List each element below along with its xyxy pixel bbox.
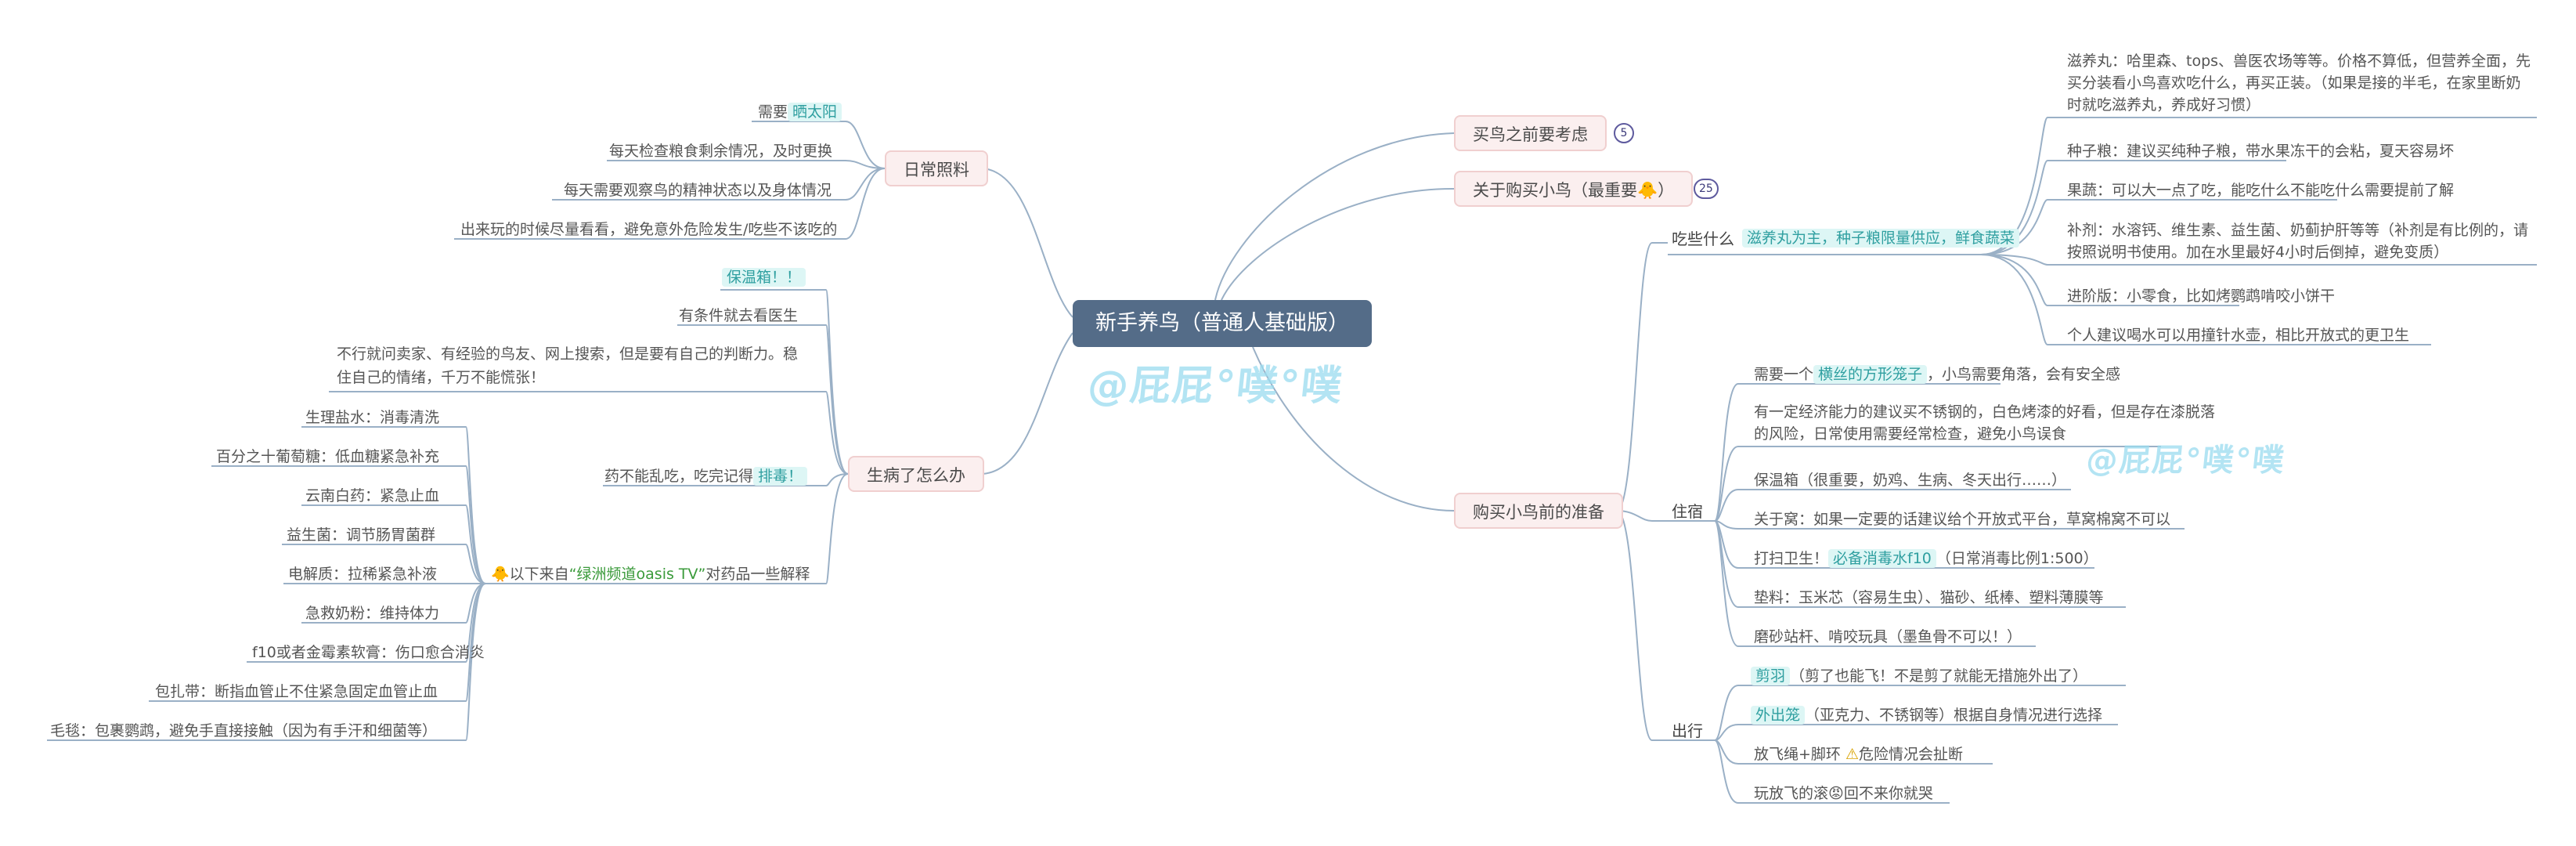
home-item[interactable]: 垫料：玉米芯（容易生虫）、猫砂、纸棒、塑料薄膜等 <box>1754 589 2104 606</box>
home-line: 有一定经济能力的建议买不锈钢的，白色烤漆的好看，但是存在漆脱落 <box>1754 403 2216 421</box>
branch-daily-care[interactable]: 日常照料 <box>885 150 988 186</box>
home-cleaning-prefix: 打扫卫生！ <box>1754 550 1829 567</box>
angry-face-icon: 😡 <box>1828 785 1844 802</box>
med-item[interactable]: 益生菌：调节肠胃菌群 <box>287 526 436 544</box>
home-cleaning-highlight: 必备消毒水f10 <box>1828 549 1936 568</box>
out-free-flight-prefix: 玩放飞的滚 <box>1754 785 1829 802</box>
sick-item-advice[interactable]: 不行就问卖家、有经验的鸟友、网上搜索，但是要有自己的判断力。稳住自己的情绪，千万… <box>337 345 798 387</box>
chick-icon: 🐥 <box>1637 181 1658 200</box>
out-free-flight-suffix: 回不来你就哭 <box>1843 785 1933 802</box>
branch-before-buy-label: 买鸟之前要考虑 <box>1473 125 1588 144</box>
eat-item[interactable]: 果蔬：可以大一点了吃，能吃什么不能吃什么需要提前了解 <box>2067 182 2455 199</box>
out-free-flight[interactable]: 玩放飞的滚😡回不来你就哭 <box>1754 784 1933 803</box>
out-leash[interactable]: 放飞绳+脚环 ⚠危险情况会扯断 <box>1754 745 1963 764</box>
daily-sun-highlight: 晒太阳 <box>788 103 842 121</box>
branch-about-buy[interactable]: 关于购买小鸟（最重要🐥） <box>1454 171 1694 207</box>
home-item[interactable]: 保温箱（很重要，奶鸡、生病、冬天出行……） <box>1754 472 2067 489</box>
home-cage-prefix: 需要一个 <box>1754 366 1814 383</box>
branch-preparation-label: 购买小鸟前的准备 <box>1473 503 1604 522</box>
out-wing-clip-suffix: （剪了也能飞！不是剪了就能无措施外出了） <box>1790 667 2088 685</box>
home-label[interactable]: 住宿 <box>1672 502 1703 521</box>
med-item[interactable]: 急救奶粉：维持体力 <box>305 605 440 622</box>
branch-sick-label: 生病了怎么办 <box>867 466 965 485</box>
eat-item[interactable]: 种子粮：建议买纯种子粮，带水果冻干的会粘，夏天容易坏 <box>2067 143 2455 160</box>
watermark-center: @屁屁°噗°噗 <box>1085 363 1346 410</box>
out-carrier-highlight: 外出笼 <box>1751 706 1806 725</box>
home-cage[interactable]: 需要一个横丝的方形笼子，小鸟需要角落，会有安全感 <box>1754 365 2120 384</box>
home-cage-suffix: ，小鸟需要角落，会有安全感 <box>1927 366 2121 383</box>
eat-label[interactable]: 吃些什么 <box>1672 230 1734 248</box>
sick-detox-prefix: 药不能乱吃，吃完记得 <box>604 468 754 485</box>
home-cage-highlight: 横丝的方形笼子 <box>1813 365 1928 384</box>
out-label[interactable]: 出行 <box>1672 721 1703 740</box>
sick-detox[interactable]: 药不能乱吃，吃完记得排毒！ <box>604 467 808 486</box>
daily-sun[interactable]: 需要晒太阳 <box>758 103 842 121</box>
med-item[interactable]: 包扎带：断指血管止不住紧急固定血管止血 <box>155 683 438 700</box>
med-item[interactable]: 百分之十葡萄糖：低血糖紧急补充 <box>216 448 440 465</box>
med-item[interactable]: 生理盐水：消毒清洗 <box>305 409 440 426</box>
eat-line: 补剂：水溶钙、维生素、益生菌、奶蓟护肝等等（补剂是有比例的，请 <box>2067 222 2529 239</box>
med-item[interactable]: 电解质：拉稀紧急补液 <box>288 566 438 583</box>
sick-detox-highlight: 排毒！ <box>753 467 808 486</box>
sick-item[interactable]: 有条件就去看医生 <box>679 307 799 324</box>
home-cage-material[interactable]: 有一定经济能力的建议买不锈钢的，白色烤漆的好看，但是存在漆脱落的风险，日常使用需… <box>1754 401 2215 445</box>
root-topic[interactable]: 新手养鸟（普通人基础版） <box>1073 300 1372 347</box>
branch-sick[interactable]: 生病了怎么办 <box>848 456 984 492</box>
branch-about-buy-label: 关于购买小鸟（最重要 <box>1473 181 1637 200</box>
out-leash-suffix: 危险情况会扯断 <box>1859 746 1964 763</box>
sick-advice-line: 不行就问卖家、有经验的鸟友、网上搜索，但是要有自己的判断力。稳 <box>337 345 799 363</box>
eat-line: 买分装看小鸟喜欢吃什么，再买正装。（如果是接的半毛，在家里断奶 <box>2067 74 2521 92</box>
out-carrier[interactable]: 外出笼（亚克力、不锈钢等）根据自身情况进行选择 <box>1751 706 2102 725</box>
eat-item[interactable]: 进阶版：小零食，比如烤鹦鹉啃咬小饼干 <box>2067 287 2336 305</box>
home-cleaning-suffix: （日常消毒比例1:500） <box>1936 550 2098 567</box>
branch-daily-care-label: 日常照料 <box>904 161 969 179</box>
eat-line: 按照说明书使用。加在水里最好4小时后倒掉，避免变质） <box>2067 244 2449 261</box>
warning-icon: ⚠ <box>1845 746 1860 763</box>
home-item[interactable]: 关于窝：如果一定要的话建议给个开放式平台，草窝棉窝不可以 <box>1754 511 2171 528</box>
chick-icon: 🐥 <box>491 566 510 583</box>
branch-preparation[interactable]: 购买小鸟前的准备 <box>1454 493 1623 529</box>
sick-advice-line: 住自己的情绪，千万不能慌张！ <box>337 369 546 386</box>
out-wing-clip[interactable]: 剪羽（剪了也能飞！不是剪了就能无措施外出了） <box>1751 667 2087 685</box>
med-item[interactable]: 毛毯：包裹鹦鹉，避免手直接接触（因为有手汗和细菌等） <box>50 722 438 739</box>
med-source-prefix: 以下来自 <box>509 566 569 583</box>
home-line: 的风险，日常使用需要经常检查，避免小鸟误食 <box>1754 425 2067 443</box>
eat-line: 时就吃滋养丸，养成好习惯） <box>2067 96 2261 114</box>
med-item[interactable]: 云南白药：紧急止血 <box>305 487 440 504</box>
sick-incubator[interactable]: 保温箱！！ <box>722 268 806 287</box>
out-leash-prefix: 放飞绳+脚环 <box>1754 746 1845 763</box>
home-item[interactable]: 磨砂站杆、啃咬玩具（墨鱼骨不可以！） <box>1754 628 2022 645</box>
collapsed-count-badge[interactable]: 25 <box>1694 179 1719 199</box>
collapsed-count-badge[interactable]: 5 <box>1614 123 1634 143</box>
branch-before-buy[interactable]: 买鸟之前要考虑 <box>1454 115 1607 151</box>
eat-summary-highlight: 滋养丸为主，种子粮限量供应，鲜食蔬菜 <box>1742 229 2020 248</box>
eat-item-pellets[interactable]: 滋养丸：哈里森、tops、兽医农场等等。价格不算低，但营养全面，先买分装看小鸟喜… <box>2067 50 2531 116</box>
med-source-suffix: 对药品一些解释 <box>705 566 810 583</box>
sick-med-source[interactable]: 🐥以下来自“绿洲频道oasis TV”对药品一些解释 <box>491 565 810 584</box>
daily-item[interactable]: 每天需要观察鸟的精神状态以及身体情况 <box>564 182 832 199</box>
eat-line: 滋养丸：哈里森、tops、兽医农场等等。价格不算低，但营养全面，先 <box>2067 52 2531 70</box>
eat-item[interactable]: 个人建议喝水可以用撞针水壶，相比开放式的更卫生 <box>2067 327 2410 344</box>
med-item[interactable]: f10或者金霉素软膏：伤口愈合消炎 <box>252 644 485 661</box>
out-wing-clip-highlight: 剪羽 <box>1751 667 1791 685</box>
branch-about-buy-close: ） <box>1658 181 1675 200</box>
med-source-channel: “绿洲频道oasis TV” <box>568 566 706 583</box>
eat-summary: 滋养丸为主，种子粮限量供应，鲜食蔬菜 <box>1742 229 2020 248</box>
sick-incubator-highlight: 保温箱！！ <box>722 268 806 287</box>
eat-item-supplements[interactable]: 补剂：水溶钙、维生素、益生菌、奶蓟护肝等等（补剂是有比例的，请按照说明书使用。加… <box>2067 219 2528 263</box>
daily-item[interactable]: 出来玩的时候尽量看看，避免意外危险发生/吃些不该吃的 <box>460 221 838 238</box>
home-cleaning[interactable]: 打扫卫生！必备消毒水f10（日常消毒比例1:500） <box>1754 549 2098 568</box>
daily-sun-prefix: 需要 <box>758 103 788 121</box>
daily-item[interactable]: 每天检查粮食剩余情况，及时更换 <box>609 143 833 160</box>
out-carrier-suffix: （亚克力、不锈钢等）根据自身情况进行选择 <box>1805 707 2103 724</box>
